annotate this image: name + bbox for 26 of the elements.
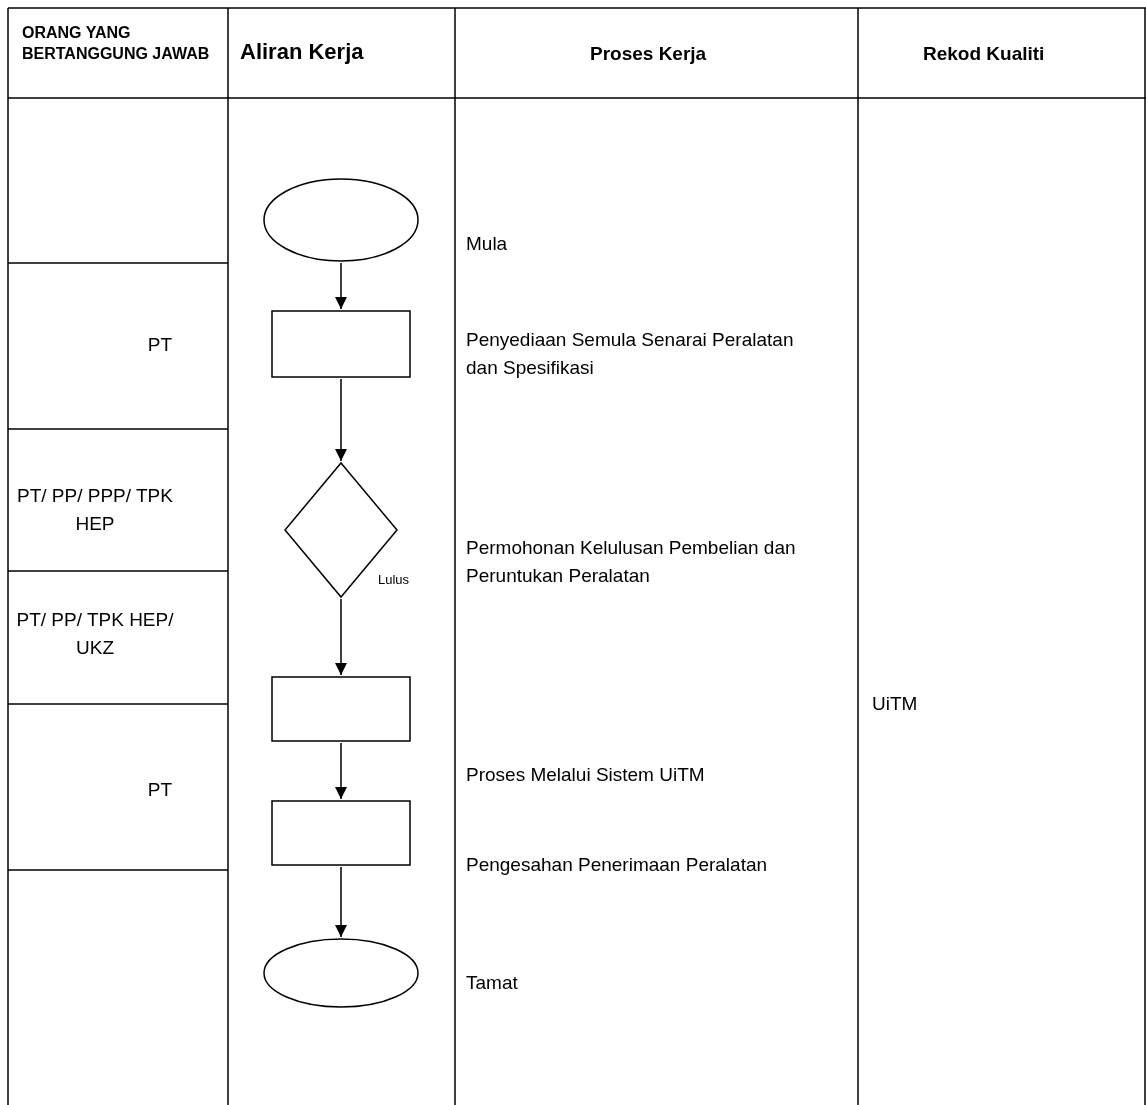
role-text: PT [146,333,174,357]
step-description: Permohonan Kelulusan Pembelian dan Peruntukan Peralatan [466,536,796,588]
column-header: Proses Kerja [590,42,707,66]
arrow [335,866,347,938]
column-header: Rekod Kualiti [923,42,1045,66]
arrow [335,262,347,310]
ellipse-shape [263,938,419,1008]
role-text: PT/ PP/ TPK HEP/ UKZ [15,608,175,660]
record-text: UiTM [872,692,918,716]
step-description: Tamat [466,971,518,995]
step-description: Proses Melalui Sistem UiTM [466,763,705,787]
ellipse-shape [263,178,419,262]
process-box [271,676,411,742]
role-text: PT [146,778,174,802]
process-box [271,310,411,378]
process-box [271,800,411,866]
column-header: ORANG YANG BERTANGGUNG JAWAB [22,23,211,64]
column-header: Aliran Kerja [240,38,364,66]
edge-label: Lulus [378,572,410,588]
arrow [335,742,347,800]
role-text: PT/ PP/ PPP/ TPK HEP [16,484,174,536]
arrow [335,378,347,462]
step-description: Penyediaan Semula Senarai Peralatan dan Spesifikasi [466,328,795,380]
arrow [335,598,347,676]
step-description: Mula [466,232,508,256]
step-description: Pengesahan Penerimaan Peralatan [466,853,768,877]
